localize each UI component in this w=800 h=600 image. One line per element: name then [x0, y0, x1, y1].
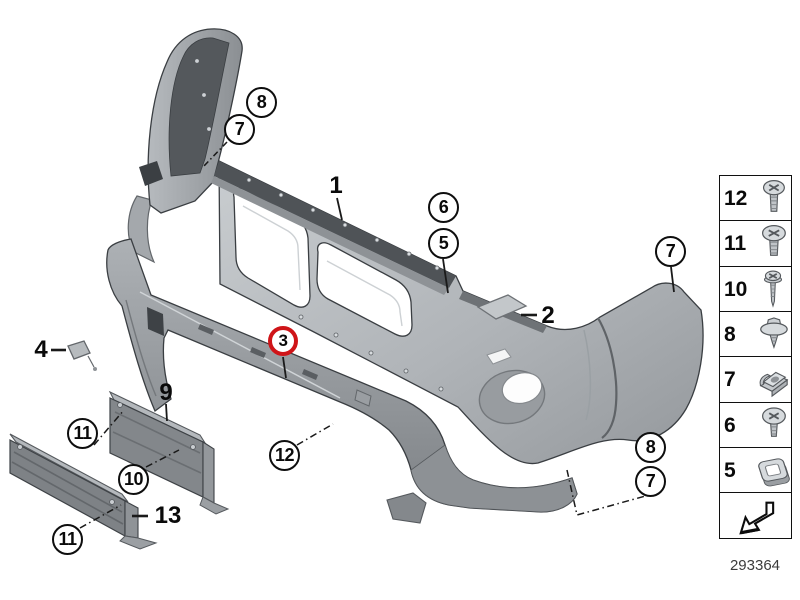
lower-trim-strip[interactable]: [106, 238, 578, 524]
callout-label: 8: [256, 92, 267, 112]
sensor-slot: [486, 348, 512, 365]
mount-hole: [207, 127, 211, 131]
callout-label: 11: [58, 529, 77, 549]
callout-label: 11: [73, 423, 92, 443]
legend-number: 12: [724, 187, 748, 210]
callout-label: 7: [234, 119, 245, 139]
callout-8-bottom-right[interactable]: 8: [635, 432, 666, 463]
pan-head-screw-icon: [754, 224, 791, 264]
legend-number: 10: [724, 277, 748, 301]
legend-number: 8: [724, 322, 736, 346]
callout-7-top-left[interactable]: 7: [224, 114, 255, 145]
cage-clip-icon: [754, 360, 791, 400]
legend-number: 11: [724, 232, 747, 256]
fog-light-opening: [478, 369, 546, 425]
strip-lip: [410, 444, 578, 513]
strip-tab: [354, 389, 372, 407]
callout-label: 10: [123, 469, 144, 489]
kidney-rim-left: [242, 205, 301, 291]
callout-3-highlighted[interactable]: 3: [268, 326, 298, 356]
pan-head-screw-icon: [754, 179, 791, 219]
callout-5[interactable]: 5: [428, 228, 459, 259]
corner-crease: [597, 317, 618, 439]
strip-wing-shade: [125, 299, 157, 397]
callout-11-upper[interactable]: 11: [67, 418, 98, 449]
callout-label: 3: [278, 331, 288, 350]
callout-11-lower[interactable]: 11: [52, 524, 83, 555]
drawing-number: 293364: [729, 557, 781, 574]
leader-lines: [51, 141, 675, 529]
legend-number: 5: [724, 458, 736, 482]
callout-7-top-right[interactable]: 7: [655, 236, 686, 267]
callout-label: 9: [159, 379, 173, 406]
legend-item-8[interactable]: 8: [719, 310, 792, 358]
legend-item-direction[interactable]: [719, 492, 792, 540]
callout-label: 7: [665, 241, 676, 261]
callout-label: 7: [645, 471, 656, 491]
callout-13[interactable]: 13: [155, 504, 182, 528]
callout-10[interactable]: 10: [118, 464, 149, 495]
pillar-slot: [139, 161, 163, 186]
callout-12[interactable]: 12: [269, 440, 300, 471]
legend-item-5[interactable]: 5: [719, 446, 792, 494]
square-cage-nut-icon: [754, 450, 791, 490]
legend-item-12[interactable]: 12: [719, 175, 792, 222]
callout-label: 12: [274, 445, 295, 465]
kidney-rim-right: [326, 260, 403, 327]
left-pillar[interactable]: [127, 28, 243, 264]
strip-slots: [198, 324, 318, 380]
mount-hole-row: [246, 177, 444, 392]
round-head-screw-icon: [754, 405, 791, 445]
strip-hole: [147, 307, 164, 336]
callout-label: 5: [438, 233, 449, 253]
callout-label: 2: [541, 302, 555, 329]
pillar-flange: [127, 195, 156, 264]
callout-label: 4: [34, 336, 48, 363]
tow-eye-cover[interactable]: [476, 294, 528, 320]
pillar-inner-band: [168, 37, 230, 177]
panel-top-edge: [214, 161, 456, 288]
callout-8-top-left[interactable]: 8: [246, 87, 277, 118]
legend-item-11[interactable]: 11: [719, 220, 792, 268]
legend-item-6[interactable]: 6: [719, 401, 792, 449]
corner-highlight: [583, 329, 592, 421]
mount-hole: [202, 93, 206, 97]
callout-9[interactable]: 9: [159, 381, 172, 405]
callout-7-bottom-right[interactable]: 7: [635, 466, 666, 497]
callout-6[interactable]: 6: [428, 192, 459, 223]
callout-label: 1: [329, 172, 343, 199]
expansion-rivet-icon: [754, 314, 791, 354]
strip-highlight: [139, 291, 341, 399]
legend-item-10[interactable]: 10: [719, 265, 792, 313]
legend-number: 6: [724, 413, 736, 437]
callout-label: 6: [438, 197, 449, 217]
cap-part-4[interactable]: [67, 340, 97, 371]
long-screw-icon: [754, 269, 791, 309]
license-plate-bracket-front[interactable]: [9, 433, 158, 550]
callout-label: 13: [154, 502, 182, 529]
fastener-legend: 12 11 10: [719, 175, 792, 540]
callout-1[interactable]: 1: [329, 174, 342, 198]
mount-hole: [195, 59, 199, 63]
license-plate-bracket-rear[interactable]: [108, 390, 230, 515]
strip-bracket: [386, 492, 427, 524]
legend-number: 7: [724, 368, 736, 392]
callout-label: 8: [645, 437, 656, 457]
panel-top-shade: [211, 176, 449, 295]
legend-item-7[interactable]: 7: [719, 356, 792, 404]
callout-2[interactable]: 2: [541, 304, 554, 328]
direction-arrow-icon: [720, 496, 791, 536]
callout-4[interactable]: 4: [34, 338, 47, 362]
